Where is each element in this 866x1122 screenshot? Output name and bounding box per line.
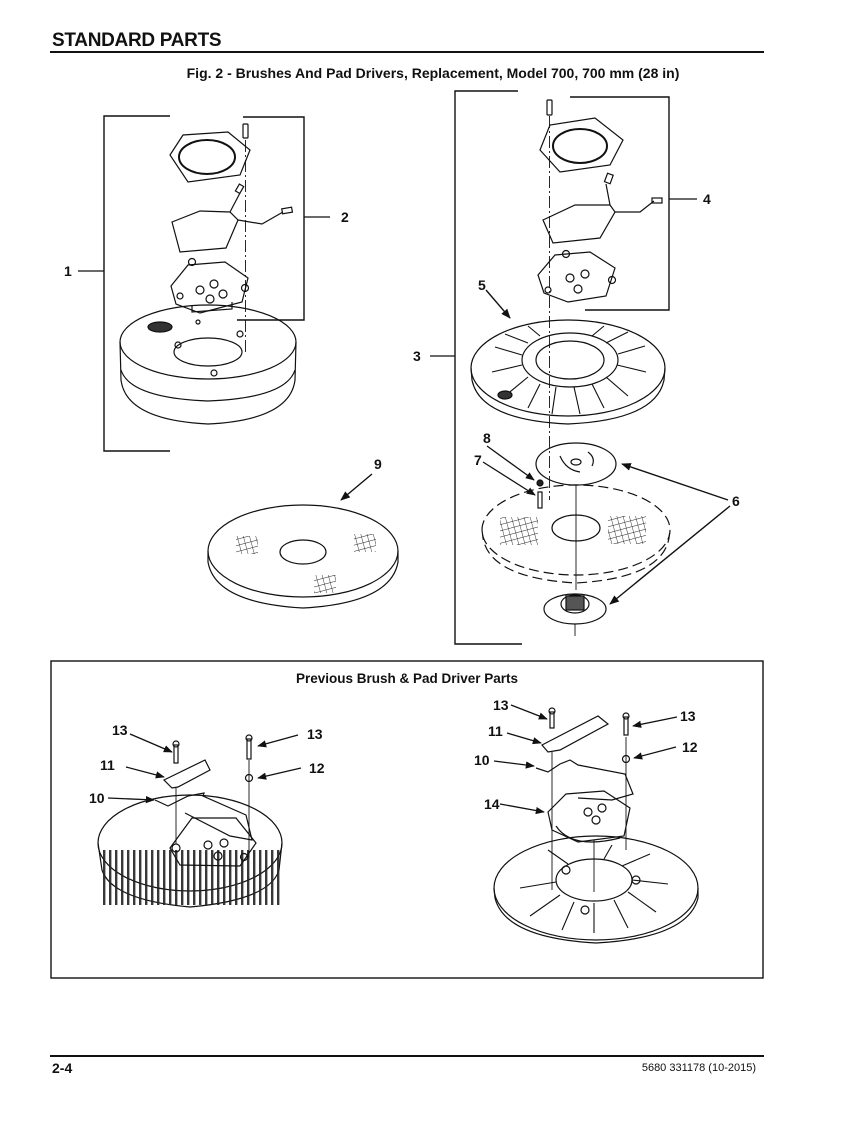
callout-5: 5: [478, 277, 486, 293]
section-rule: [50, 51, 764, 53]
document-id: 5680 331178 (10-2015): [641, 1062, 756, 1074]
inset-left-callout-12: 12: [309, 760, 325, 776]
inset-right-callout-14: 14: [484, 796, 500, 812]
callout-7: 7: [474, 452, 482, 468]
callout-9: 9: [374, 456, 382, 472]
footer-rule: [50, 1055, 764, 1057]
callout-3: 3: [413, 348, 421, 364]
callout-6: 6: [732, 493, 740, 509]
inset-title: Previous Brush & Pad Driver Parts: [296, 671, 518, 686]
inset-right-callout-13b: 13: [680, 708, 696, 724]
callout-4: 4: [703, 191, 711, 207]
inset-right-callout-11: 11: [488, 723, 503, 739]
inset-left-callout-11: 11: [100, 757, 115, 773]
callout-1: 1: [64, 263, 72, 279]
inset-right-callout-10: 10: [474, 752, 490, 768]
inset-right-callout-12: 12: [682, 739, 698, 755]
callout-8: 8: [483, 430, 491, 446]
inset-left-callout-10: 10: [89, 790, 105, 806]
callout-2: 2: [341, 209, 349, 225]
inset-left-callout-13b: 13: [307, 726, 323, 742]
inset-frame: [50, 660, 764, 979]
inset-previous-brush: [97, 733, 302, 908]
inset-previous-pad-driver: [493, 704, 699, 944]
figure-caption: Fig. 2 - Brushes And Pad Drivers, Replac…: [186, 65, 680, 81]
section-title: STANDARD PARTS: [52, 30, 222, 51]
inset-left-callout-13a: 13: [112, 722, 128, 738]
brush-assembly-left: [78, 115, 330, 452]
pad-driver-assembly-right: [430, 90, 731, 645]
inset-right-callout-13a: 13: [493, 697, 509, 713]
pad-9: [207, 504, 399, 609]
page-number: 2-4: [52, 1060, 73, 1076]
